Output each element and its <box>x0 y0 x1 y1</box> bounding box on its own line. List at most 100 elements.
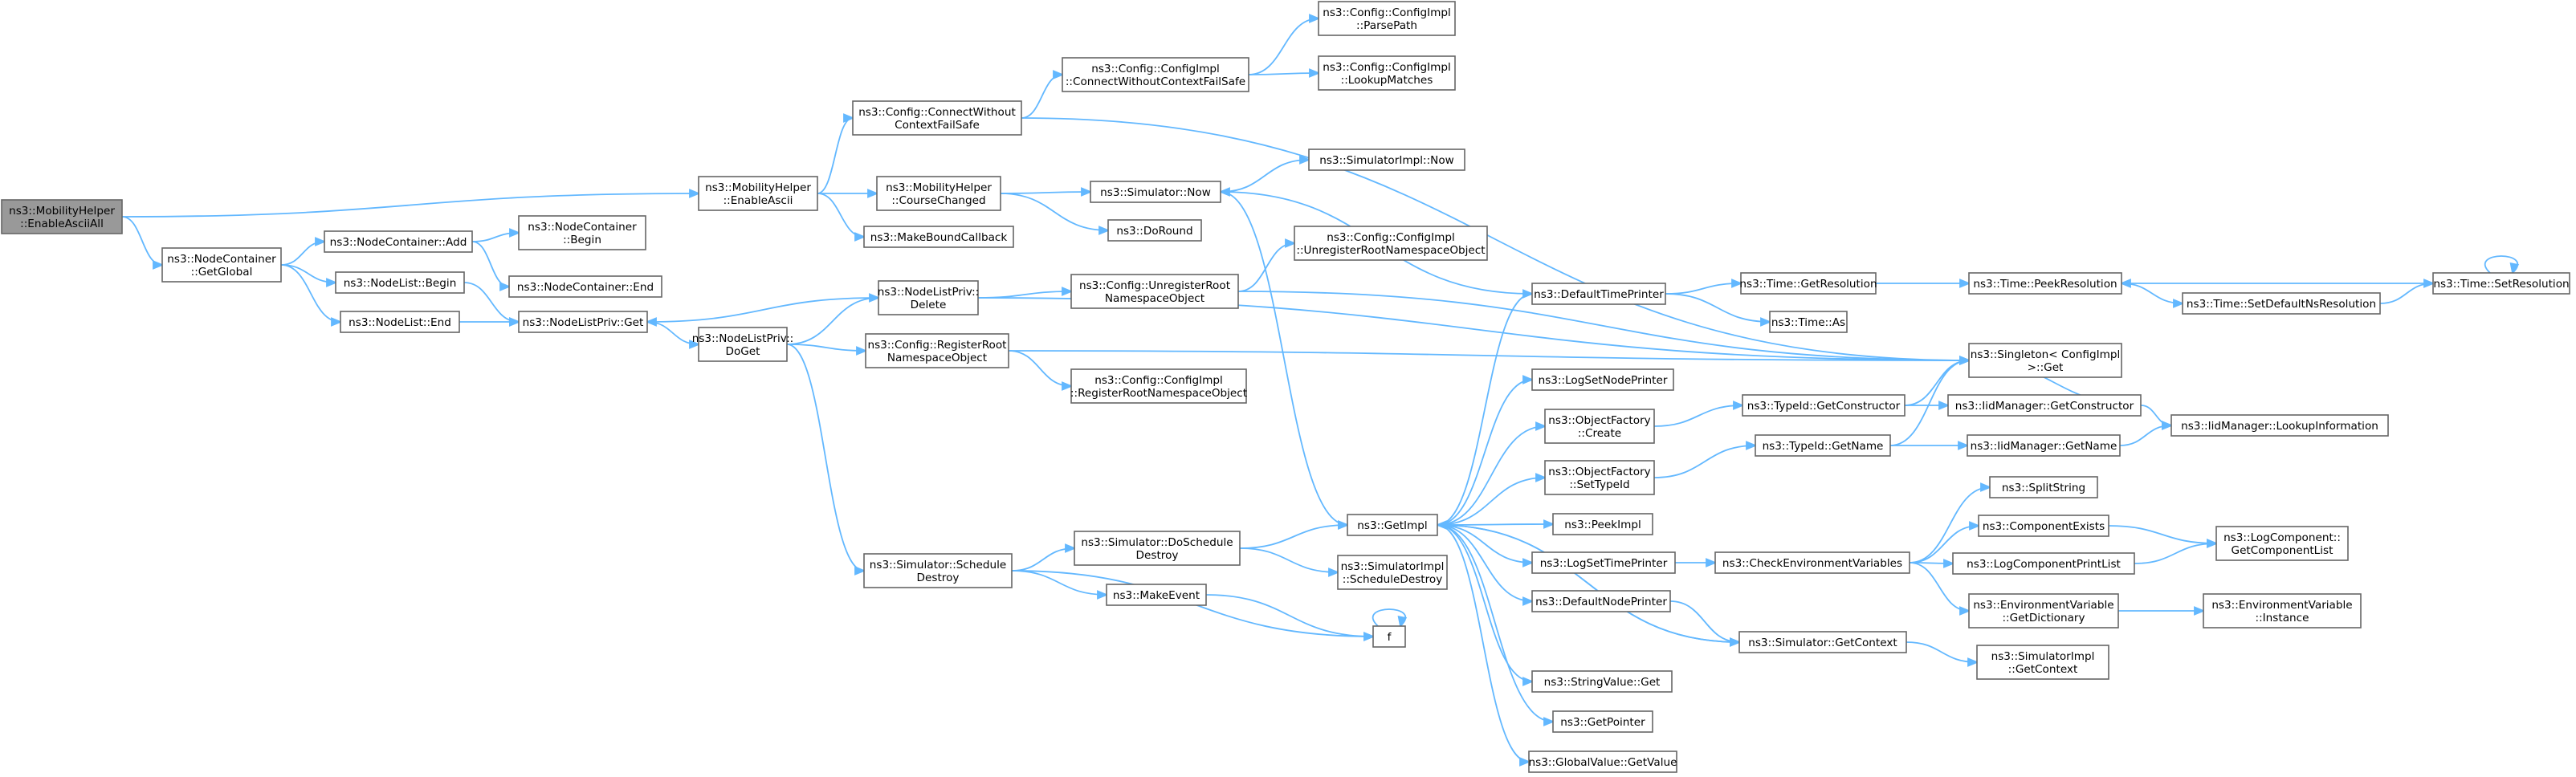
arrowhead <box>1980 482 1992 492</box>
graph-node-nc-add[interactable]: ns3::NodeContainer::Add <box>324 230 473 253</box>
graph-node-objfactory-settypeid[interactable]: ns3::ObjectFactory::SetTypeId <box>1544 460 1655 495</box>
node-label: ns3::TypeId::GetConstructor <box>1747 400 1901 413</box>
graph-node-cfgimpl-unregister[interactable]: ns3::Config::ConfigImpl::UnregisterRootN… <box>1294 226 1488 261</box>
call-edge <box>1205 594 1376 641</box>
arrowhead <box>1299 155 1311 165</box>
call-edge <box>121 216 165 270</box>
node-box <box>852 100 1022 136</box>
node-box <box>1090 181 1221 203</box>
graph-node-logcomponentprintlist[interactable]: ns3::LogComponentPrintList <box>1952 552 2135 575</box>
graph-node-checkenv[interactable]: ns3::CheckEnvironmentVariables <box>1714 551 1910 574</box>
graph-node-logsettimeprinter[interactable]: ns3::LogSetTimePrinter <box>1531 551 1676 574</box>
graph-node-nl-begin[interactable]: ns3::NodeList::Begin <box>335 271 465 294</box>
graph-node-componentexists[interactable]: ns3::ComponentExists <box>1978 515 2109 537</box>
node-label: f <box>1388 631 1392 644</box>
node-label: >::Get <box>2028 361 2064 374</box>
graph-node-iid-lookupinfo[interactable]: ns3::IidManager::LookupInformation <box>2170 414 2389 437</box>
arrowhead <box>1338 520 1350 530</box>
graph-node-lookupmatches[interactable]: ns3::Config::ConfigImpl::LookupMatches <box>1318 55 1456 91</box>
graph-node-splitstring[interactable]: ns3::SplitString <box>1989 476 2098 498</box>
graph-node-configconnect[interactable]: ns3::Config::ConnectWithoutContextFailSa… <box>852 100 1022 136</box>
graph-node-root[interactable]: ns3::MobilityHelper::EnableAsciiAll <box>1 199 123 234</box>
arrowhead <box>1285 238 1297 248</box>
graph-node-defaulttimeprinter[interactable]: ns3::DefaultTimePrinter <box>1531 283 1666 305</box>
node-label: ns3::SplitString <box>2002 482 2085 494</box>
graph-node-simimpl-now[interactable]: ns3::SimulatorImpl::Now <box>1308 148 1465 171</box>
arrowhead <box>1967 657 1979 667</box>
graph-node-makeboundcallback[interactable]: ns3::MakeBoundCallback <box>863 226 1014 248</box>
graph-node-nlp-doget[interactable]: ns3::NodeListPriv::DoGet <box>692 327 794 362</box>
arrowhead <box>1363 632 1376 641</box>
graph-node-nc-begin[interactable]: ns3::NodeContainer::Begin <box>518 215 646 250</box>
node-label: ns3::NodeListPriv:: <box>692 332 794 345</box>
arrowhead <box>1065 543 1077 553</box>
call-edges <box>121 14 2520 767</box>
graph-node-getglobal[interactable]: ns3::NodeContainer::GetGlobal <box>161 247 282 283</box>
graph-node-coursechanged[interactable]: ns3::MobilityHelper::CourseChanged <box>876 176 1001 211</box>
graph-node-typeid-getconstructor[interactable]: ns3::TypeId::GetConstructor <box>1742 394 1906 417</box>
graph-node-f[interactable]: f <box>1372 625 1406 648</box>
node-label: ns3::MobilityHelper <box>886 181 992 194</box>
call-edge <box>1011 570 1109 600</box>
graph-node-iid-getconstructor[interactable]: ns3::IidManager::GetConstructor <box>1947 394 2142 417</box>
graph-node-simimpl-getcontext[interactable]: ns3::SimulatorImpl::GetContext <box>1976 645 2109 680</box>
node-box <box>878 280 979 315</box>
graph-node-parsepath[interactable]: ns3::Config::ConfigImpl::ParsePath <box>1318 1 1456 36</box>
graph-node-globalvalue-getvalue[interactable]: ns3::GlobalValue::GetValue <box>1528 751 1677 773</box>
graph-node-singleton-get[interactable]: ns3::Singleton< ConfigImpl>::Get <box>1968 343 2122 378</box>
arrowhead <box>854 566 866 576</box>
node-label: Delete <box>911 299 947 311</box>
graph-node-sim-now[interactable]: ns3::Simulator::Now <box>1090 181 1221 203</box>
arrowhead <box>689 189 701 198</box>
arrowhead <box>1535 473 1547 482</box>
graph-node-envvar-getdict[interactable]: ns3::EnvironmentVariable::GetDictionary <box>1968 593 2119 629</box>
arrowhead <box>1943 559 1955 568</box>
graph-node-nl-end[interactable]: ns3::NodeList::End <box>340 311 460 333</box>
graph-node-peekimpl[interactable]: ns3::PeekImpl <box>1552 513 1653 535</box>
graph-node-sim-getcontext[interactable]: ns3::Simulator::GetContext <box>1738 631 1907 653</box>
graph-node-sim-scheduledestroy[interactable]: ns3::Simulator::ScheduleDestroy <box>863 553 1013 588</box>
graph-node-time-peekresolution[interactable]: ns3::Time::PeekResolution <box>1968 272 2122 295</box>
node-box <box>2432 272 2570 295</box>
graph-node-time-as[interactable]: ns3::Time::As <box>1769 311 1848 333</box>
graph-node-makeevent[interactable]: ns3::MakeEvent <box>1106 584 1207 606</box>
graph-node-time-setresolution[interactable]: ns3::Time::SetResolution <box>2432 272 2570 295</box>
graph-node-time-getresolution[interactable]: ns3::Time::GetResolution <box>1739 272 1877 295</box>
node-box <box>508 275 662 298</box>
node-label: ns3::ComponentExists <box>1983 520 2105 533</box>
graph-node-defaultnodeprinter[interactable]: ns3::DefaultNodePrinter <box>1531 590 1671 612</box>
node-label: ns3::Config::ConfigImpl <box>1323 61 1451 74</box>
node-label: ::ParsePath <box>1356 19 1417 32</box>
graph-node-nlp-get[interactable]: ns3::NodeListPriv::Get <box>518 311 648 333</box>
graph-node-iid-getname[interactable]: ns3::IidManager::GetName <box>1967 434 2121 457</box>
graph-node-cfgimpl-connect[interactable]: ns3::Config::ConfigImpl::ConnectWithoutC… <box>1062 57 1249 92</box>
graph-node-envvar-instance[interactable]: ns3::EnvironmentVariable::Instance <box>2203 593 2362 629</box>
graph-node-nc-end[interactable]: ns3::NodeContainer::End <box>508 275 662 298</box>
call-edge <box>1372 608 1408 629</box>
graph-node-typeid-getname[interactable]: ns3::TypeId::GetName <box>1755 434 1891 457</box>
call-edge <box>1239 520 1350 549</box>
arrowhead <box>867 189 879 198</box>
graph-node-cfg-unregister[interactable]: ns3::Config::UnregisterRootNamespaceObje… <box>1070 274 1239 309</box>
graph-node-nlp-delete[interactable]: ns3::NodeListPriv::Delete <box>878 280 980 315</box>
graph-node-stringvalue-get[interactable]: ns3::StringValue::Get <box>1531 670 1673 693</box>
node-label: ns3::SimulatorImpl::Now <box>1319 154 1454 167</box>
arrowhead <box>1938 401 1950 410</box>
graph-node-simimpl-scheduledestroy[interactable]: ns3::SimulatorImpl::ScheduleDestroy <box>1337 555 1448 590</box>
graph-node-getimpl[interactable]: ns3::GetImpl <box>1347 514 1438 536</box>
call-edge <box>1909 482 1992 563</box>
call-edge <box>1435 520 1740 643</box>
graph-node-objfactory-create[interactable]: ns3::ObjectFactory::Create <box>1544 409 1655 444</box>
graph-node-getpointer[interactable]: ns3::GetPointer <box>1552 710 1653 733</box>
arrowhead <box>1746 441 1758 450</box>
graph-node-cfgimpl-register[interactable]: ns3::Config::ConfigImpl::RegisterRootNam… <box>1070 368 1247 404</box>
graph-node-enableascii[interactable]: ns3::MobilityHelper::EnableAscii <box>698 176 818 211</box>
node-label: ns3::DefaultTimePrinter <box>1534 288 1664 301</box>
graph-node-doround[interactable]: ns3::DoRound <box>1107 219 1202 242</box>
graph-node-logsetnodeprinter[interactable]: ns3::LogSetNodePrinter <box>1531 368 1674 391</box>
graph-node-time-setdefaultnsres[interactable]: ns3::Time::SetDefaultNsResolution <box>2182 292 2381 315</box>
graph-node-cfg-register[interactable]: ns3::Config::RegisterRootNamespaceObject <box>865 333 1009 368</box>
node-box <box>1968 272 2122 295</box>
graph-node-logcomponent-getlist[interactable]: ns3::LogComponent::GetComponentList <box>2215 526 2349 561</box>
